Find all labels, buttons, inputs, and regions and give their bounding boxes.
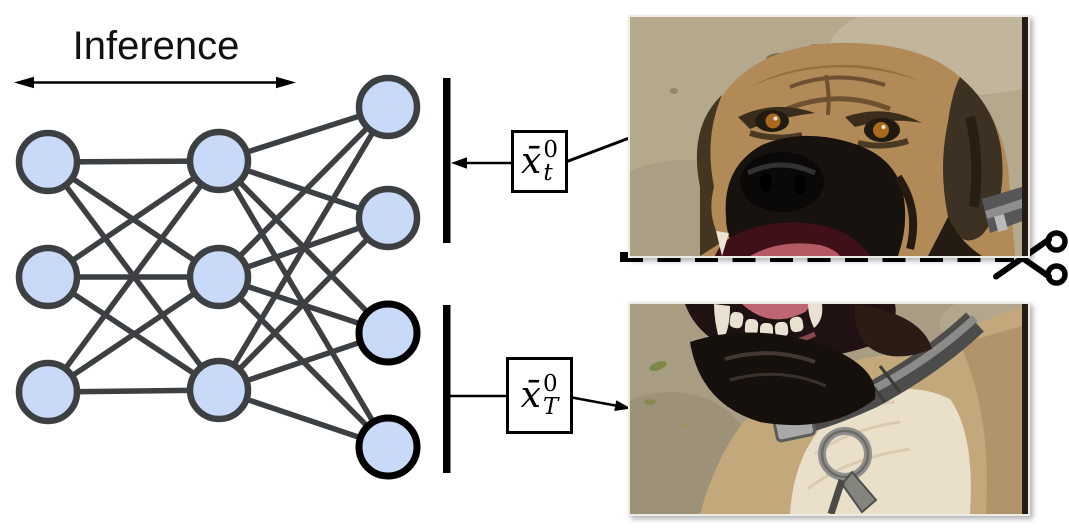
dog-image-top-half — [628, 15, 1030, 258]
arrow-box-to-network — [451, 157, 511, 169]
inference-label: Inference — [72, 24, 240, 68]
network-edge — [217, 105, 390, 279]
dog-eyes — [755, 110, 900, 142]
math-sup-xT: 0 — [542, 370, 558, 397]
input-node-3 — [15, 359, 81, 425]
output-node-4 — [355, 414, 421, 480]
line-image-to-box — [566, 135, 633, 163]
math-base-xT: x̄ — [520, 374, 541, 416]
math-base-xt: x̄ — [521, 140, 542, 182]
math-sub-xt: t — [543, 159, 553, 186]
hidden-node-1 — [186, 128, 252, 194]
math-sup-xt: 0 — [543, 136, 558, 163]
latent-variable-box-xT: x̄ 0 T — [506, 357, 573, 434]
latent-variable-box-xt: x̄ 0 t — [511, 130, 568, 193]
input-node-2 — [15, 244, 81, 310]
network-edge — [46, 158, 221, 280]
arrow-box-to-image — [571, 396, 631, 411]
network-edge — [45, 159, 222, 394]
network-edge — [217, 216, 390, 392]
dog-teeth — [714, 304, 823, 342]
math-sub-xT: T — [542, 393, 559, 420]
output-node-2 — [355, 185, 421, 251]
dog-image-bottom-half — [628, 302, 1030, 516]
neural-network — [15, 74, 421, 480]
output-node-1 — [355, 74, 421, 140]
input-node-1 — [15, 129, 81, 195]
network-edge — [46, 274, 221, 395]
network-edge — [216, 105, 391, 392]
output-node-3 — [355, 300, 421, 366]
hidden-node-2 — [186, 244, 252, 310]
collar-ring — [818, 427, 878, 514]
boundary-bar-top — [443, 78, 451, 243]
boundary-bar-bottom — [443, 305, 451, 473]
hidden-node-3 — [186, 357, 252, 423]
inference-double-arrow-icon — [14, 76, 296, 89]
